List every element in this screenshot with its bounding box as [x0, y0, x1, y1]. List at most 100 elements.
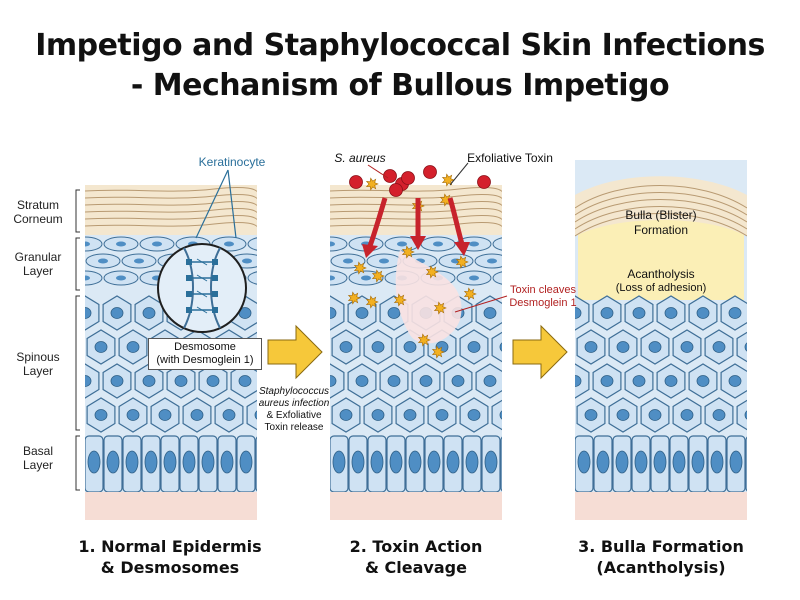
- nucleus: [600, 375, 614, 387]
- nucleus: [371, 409, 385, 421]
- nucleus: [505, 242, 515, 247]
- nucleus: [729, 450, 743, 474]
- nucleus: [332, 450, 346, 474]
- nucleus: [584, 341, 598, 353]
- bacteria-icon: [477, 175, 491, 189]
- nucleus: [94, 341, 108, 353]
- nucleus: [116, 275, 126, 281]
- nucleus: [339, 409, 353, 421]
- nucleus: [483, 375, 497, 387]
- nucleus: [387, 307, 401, 319]
- nucleus: [483, 307, 497, 319]
- nucleus: [403, 409, 417, 421]
- stratum-corneum: [85, 185, 257, 235]
- toxin-star-icon: [347, 291, 361, 305]
- toxin-star-icon: [463, 287, 477, 301]
- desmosome-zoom: [157, 243, 247, 333]
- bulla-label: Bulla (Blister)Formation: [625, 208, 697, 237]
- nucleus: [126, 409, 140, 421]
- toxin-star-icon: [365, 177, 379, 191]
- bacteria-icon: [423, 165, 437, 179]
- granular-cell: [492, 237, 502, 251]
- toxin-star-icon: [365, 295, 379, 309]
- keratinocyte-label: Keratinocyte: [198, 155, 266, 169]
- nucleus: [254, 410, 257, 420]
- granular-cell: [492, 271, 502, 285]
- dermis: [85, 492, 257, 520]
- bacteria-icon: [383, 169, 397, 183]
- page-subtitle: - Mechanism of Bullous Impetigo: [130, 68, 670, 103]
- nucleus: [242, 258, 252, 264]
- layer-brackets: [75, 189, 80, 491]
- nucleus: [144, 450, 158, 474]
- toxin-star-icon: [431, 345, 445, 359]
- nucleus: [467, 341, 481, 353]
- nucleus: [596, 450, 610, 474]
- toxin-star-icon: [433, 301, 447, 315]
- spinous-cell: [85, 295, 100, 331]
- nucleus: [575, 375, 582, 387]
- nucleus: [94, 409, 108, 421]
- nucleus: [744, 342, 747, 352]
- basal-cell: [255, 436, 257, 492]
- desmosome-icon: [212, 259, 218, 265]
- nucleus: [648, 341, 662, 353]
- toxin-star-icon: [417, 333, 431, 347]
- spinous-cell: [491, 331, 502, 363]
- nucleus: [389, 450, 403, 474]
- nucleus: [370, 450, 384, 474]
- spinous-cell: [491, 399, 502, 431]
- nucleus: [87, 450, 101, 474]
- nucleus: [584, 409, 598, 421]
- nucleus: [239, 450, 253, 474]
- nucleus: [222, 409, 236, 421]
- toxin-star-icon: [401, 245, 415, 259]
- nucleus: [85, 375, 92, 387]
- nucleus: [85, 275, 90, 281]
- nucleus: [163, 450, 177, 474]
- nucleus: [361, 275, 371, 281]
- right-arrow-icon: [512, 324, 568, 380]
- granular-cell: [330, 236, 348, 252]
- nucleus: [343, 258, 353, 264]
- nucleus: [696, 307, 710, 319]
- nucleus: [238, 375, 252, 387]
- nucleus: [712, 409, 726, 421]
- nucleus: [499, 410, 502, 420]
- nucleus: [330, 275, 335, 281]
- desmosome-icon: [212, 291, 218, 297]
- nucleus: [330, 375, 337, 387]
- nucleus: [616, 409, 630, 421]
- nucleus: [632, 375, 646, 387]
- basal-cell: [500, 436, 502, 492]
- spinous-cell: [330, 363, 345, 399]
- desmosome-label: Desmosome(with Desmoglein 1): [148, 338, 262, 370]
- nucleus: [664, 307, 678, 319]
- nucleus: [616, 341, 630, 353]
- nucleus: [653, 450, 667, 474]
- nucleus: [134, 258, 144, 264]
- toxin-star-icon: [371, 269, 385, 283]
- nucleus: [174, 375, 188, 387]
- toxin-star-icon: [425, 265, 439, 279]
- desmosome-icon: [186, 291, 192, 297]
- nucleus: [469, 275, 479, 281]
- nucleus: [142, 307, 156, 319]
- nucleus: [749, 451, 761, 473]
- bacteria-icon: [401, 171, 415, 185]
- nucleus: [330, 307, 337, 319]
- nucleus: [419, 375, 433, 387]
- nucleus: [206, 375, 220, 387]
- toxin-arrows: [362, 197, 470, 258]
- caption-1: 1. Normal Epidermis& Desmosomes: [78, 537, 262, 577]
- nucleus: [110, 375, 124, 387]
- bacteria-icon: [389, 183, 403, 197]
- nucleus: [465, 450, 479, 474]
- nucleus: [712, 341, 726, 353]
- nucleus: [152, 241, 162, 247]
- nucleus: [98, 258, 108, 264]
